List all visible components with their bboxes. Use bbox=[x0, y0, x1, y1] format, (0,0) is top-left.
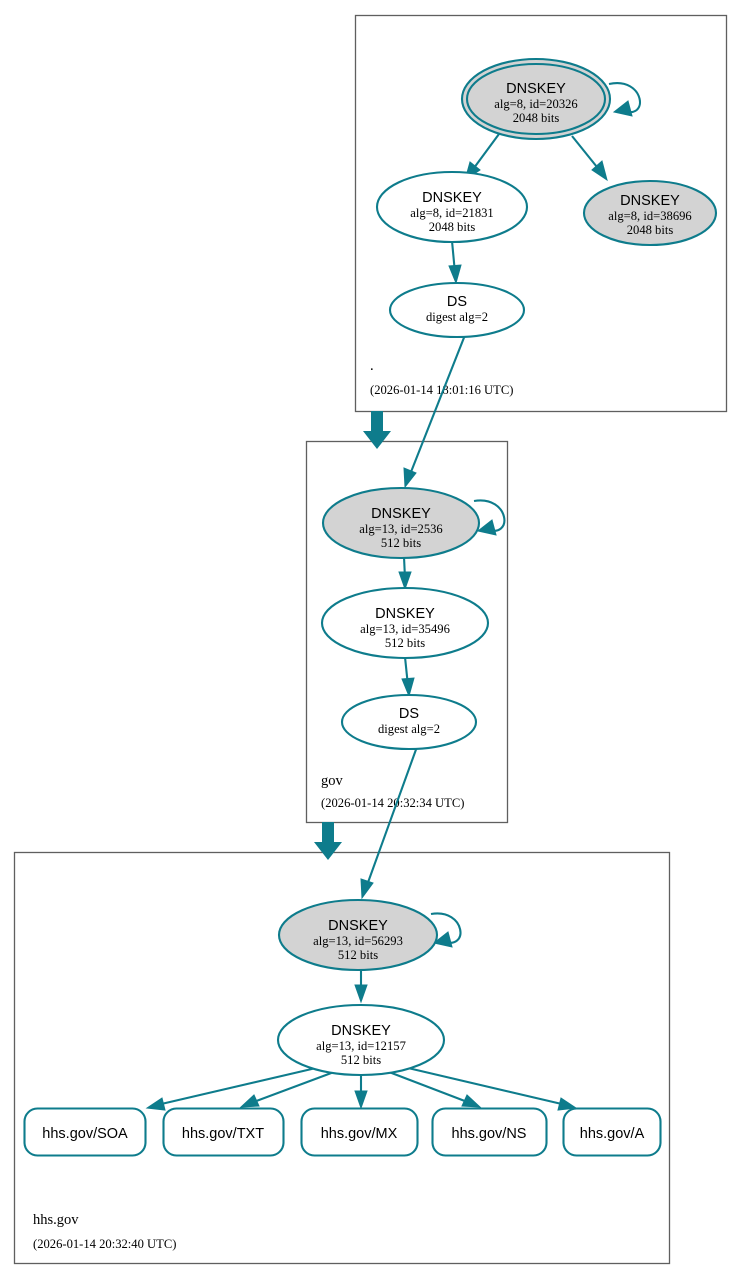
node-title: DNSKEY bbox=[331, 1023, 391, 1039]
rrset-node-txt[interactable]: hhs.gov/TXT bbox=[162, 1107, 285, 1157]
node-title: DS bbox=[447, 294, 467, 310]
node-ellipse bbox=[277, 898, 439, 972]
rrset-node-soa[interactable]: hhs.gov/SOA bbox=[23, 1107, 147, 1157]
node-title: DNSKEY bbox=[506, 81, 566, 97]
node-keyinfo: alg=8, id=21831 bbox=[410, 206, 493, 220]
rrset-rect bbox=[562, 1107, 662, 1157]
rrset-label: hhs.gov/NS bbox=[452, 1126, 527, 1142]
edge-root-ksk-to-38696 bbox=[571, 135, 608, 182]
node-digestinfo: digest alg=2 bbox=[426, 310, 488, 324]
zone-label-root: . bbox=[370, 358, 374, 374]
edge-gov-ksk-to-zsk bbox=[398, 556, 412, 591]
node-keyinfo: alg=8, id=38696 bbox=[608, 209, 691, 223]
edge-gov-zsk-to-ds bbox=[401, 656, 415, 698]
edge-root-21831-to-ds bbox=[448, 240, 462, 285]
node-dnskey-gov-35496[interactable]: DNSKEY alg=13, id=35496 512 bits bbox=[320, 586, 490, 660]
node-title: DNSKEY bbox=[371, 506, 431, 522]
rrset-rect bbox=[162, 1107, 285, 1157]
edge-gov-ds-to-hhs-ksk bbox=[360, 743, 419, 900]
zone-label-gov: gov bbox=[321, 773, 344, 789]
node-keyinfo: alg=13, id=2536 bbox=[359, 522, 442, 536]
rrset-rect bbox=[300, 1107, 419, 1157]
node-ellipse bbox=[276, 1003, 446, 1077]
node-keysize: 512 bits bbox=[381, 536, 421, 550]
node-keysize: 2048 bits bbox=[513, 111, 560, 125]
rrset-label: hhs.gov/TXT bbox=[182, 1126, 264, 1142]
node-dnskey-hhsgov-12157[interactable]: DNSKEY alg=13, id=12157 512 bits bbox=[276, 1003, 446, 1077]
node-dnskey-root-20326[interactable]: DNSKEY alg=8, id=20326 2048 bits bbox=[460, 57, 612, 141]
node-ds-gov[interactable]: DS digest alg=2 bbox=[340, 693, 478, 751]
edge-gov-ksk-self-sign bbox=[473, 499, 506, 536]
zone-timestamp-hhsgov: (2026-01-14 20:32:40 UTC) bbox=[33, 1237, 176, 1251]
node-digestinfo: digest alg=2 bbox=[378, 722, 440, 736]
edge-root-ksk-self-sign bbox=[608, 82, 641, 117]
node-keysize: 512 bits bbox=[341, 1053, 381, 1067]
edge-root-ds-to-gov-ksk bbox=[403, 329, 468, 489]
edge-hhs-zsk-to-mx bbox=[354, 1075, 368, 1110]
node-title: DNSKEY bbox=[375, 606, 435, 622]
rrset-label: hhs.gov/A bbox=[580, 1126, 645, 1142]
zone-label-hhsgov: hhs.gov bbox=[33, 1212, 79, 1228]
edge-hhs-zsk-to-ns bbox=[388, 1071, 482, 1108]
node-dnskey-root-38696[interactable]: DNSKEY alg=8, id=38696 2048 bits bbox=[582, 179, 718, 247]
node-keysize: 2048 bits bbox=[429, 220, 476, 234]
node-title: DNSKEY bbox=[620, 193, 680, 209]
edge-hhs-zsk-to-a bbox=[407, 1066, 578, 1111]
rrset-node-a[interactable]: hhs.gov/A bbox=[562, 1107, 662, 1157]
node-keysize: 512 bits bbox=[338, 948, 378, 962]
node-ellipse bbox=[375, 170, 529, 244]
node-keyinfo: alg=13, id=56293 bbox=[313, 934, 403, 948]
node-ellipse bbox=[321, 486, 481, 560]
rrset-label: hhs.gov/SOA bbox=[42, 1126, 128, 1142]
rrset-rect bbox=[23, 1107, 147, 1157]
edge-hhs-ksk-self-sign bbox=[430, 912, 462, 948]
rrset-node-ns[interactable]: hhs.gov/NS bbox=[431, 1107, 548, 1157]
zone-timestamp-gov: (2026-01-14 20:32:34 UTC) bbox=[321, 796, 464, 810]
edge-hhs-ksk-to-zsk bbox=[354, 969, 368, 1004]
node-ellipse bbox=[388, 281, 526, 339]
node-ellipse bbox=[582, 179, 718, 247]
node-title: DNSKEY bbox=[422, 190, 482, 206]
zone-timestamp-root: (2026-01-14 18:01:16 UTC) bbox=[370, 383, 513, 397]
node-title: DNSKEY bbox=[328, 918, 388, 934]
edge-hhs-zsk-to-txt bbox=[239, 1071, 335, 1108]
rrset-node-mx[interactable]: hhs.gov/MX bbox=[300, 1107, 419, 1157]
node-keyinfo: alg=13, id=35496 bbox=[360, 622, 450, 636]
node-keyinfo: alg=8, id=20326 bbox=[494, 97, 577, 111]
node-ellipse bbox=[320, 586, 490, 660]
node-dnskey-gov-2536[interactable]: DNSKEY alg=13, id=2536 512 bits bbox=[321, 486, 481, 560]
node-keysize: 512 bits bbox=[385, 636, 425, 650]
node-keysize: 2048 bits bbox=[627, 223, 674, 237]
node-title: DS bbox=[399, 706, 419, 722]
edge-hhs-zsk-to-soa bbox=[145, 1066, 317, 1111]
node-ds-root[interactable]: DS digest alg=2 bbox=[388, 281, 526, 339]
node-ellipse bbox=[340, 693, 478, 751]
node-dnskey-hhsgov-56293[interactable]: DNSKEY alg=13, id=56293 512 bits bbox=[277, 898, 439, 972]
rrset-label: hhs.gov/MX bbox=[321, 1126, 398, 1142]
trust-anchor-inner-ellipse bbox=[465, 62, 607, 136]
node-keyinfo: alg=13, id=12157 bbox=[316, 1039, 406, 1053]
node-dnskey-root-21831[interactable]: DNSKEY alg=8, id=21831 2048 bits bbox=[375, 170, 529, 244]
delegation-arrow-gov-to-hhsgov bbox=[314, 822, 342, 860]
delegation-arrow-root-to-gov bbox=[363, 411, 391, 449]
rrset-rect bbox=[431, 1107, 548, 1157]
